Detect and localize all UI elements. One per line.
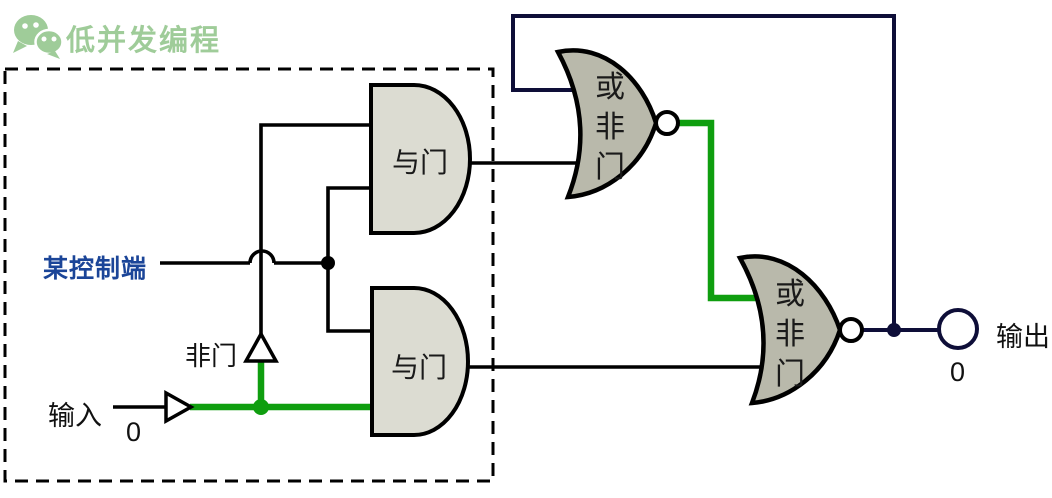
nor-gate-top-invert-bubble (654, 110, 680, 136)
feedback-wire (511, 14, 896, 330)
wechat-big-bubble-eye-left (22, 23, 28, 29)
input-junction-dot (253, 399, 269, 415)
black-wires (113, 123, 775, 409)
not-output-wire-to-and1 (259, 123, 371, 335)
nor-gate-bottom-invert-bubble (838, 317, 864, 343)
wechat-big-bubble-tail (13, 41, 27, 53)
not-gate-triangle (243, 330, 279, 363)
nor-gate-top-label: 或非门 (595, 71, 625, 184)
and-gate-top-shape (369, 83, 472, 235)
nor-gate-bottom-shape (736, 254, 843, 406)
control-branch-to-and2 (326, 263, 374, 333)
wechat-icon (13, 15, 64, 59)
wechat-small-bubble (34, 28, 64, 56)
control-terminal-label: 某控制端 (43, 255, 148, 283)
control-junction-dot (321, 256, 335, 270)
nor-gate-top-shape (554, 48, 659, 200)
wechat-big-bubble-eye-right (33, 22, 39, 28)
output-value: 0 (950, 357, 966, 387)
and-gate-top-label: 与门 (391, 147, 449, 178)
not-gate-label: 非门 (185, 341, 238, 371)
wechat-small-bubble-eye-left (41, 36, 47, 42)
and-gate-bottom-label: 与门 (390, 352, 448, 383)
and-gate-bottom-shape (370, 286, 470, 437)
output-terminal-circle (937, 308, 979, 350)
nor1-output-active-wire (674, 119, 775, 302)
input-buffer-triangle (164, 390, 195, 424)
brand-title: 低并发编程 (66, 25, 222, 57)
nor-gate-bottom-label: 或非门 (775, 278, 805, 391)
input-label: 输入 (48, 401, 102, 431)
wechat-small-bubble-eye-right (51, 36, 57, 42)
output-label: 输出 (996, 322, 1050, 352)
feedback-junction-dot (887, 323, 901, 337)
input-value: 0 (126, 417, 142, 447)
wechat-small-bubble-tail (47, 51, 60, 59)
control-branch-to-and1 (326, 186, 371, 263)
dashed-boundary-box (3, 67, 495, 483)
